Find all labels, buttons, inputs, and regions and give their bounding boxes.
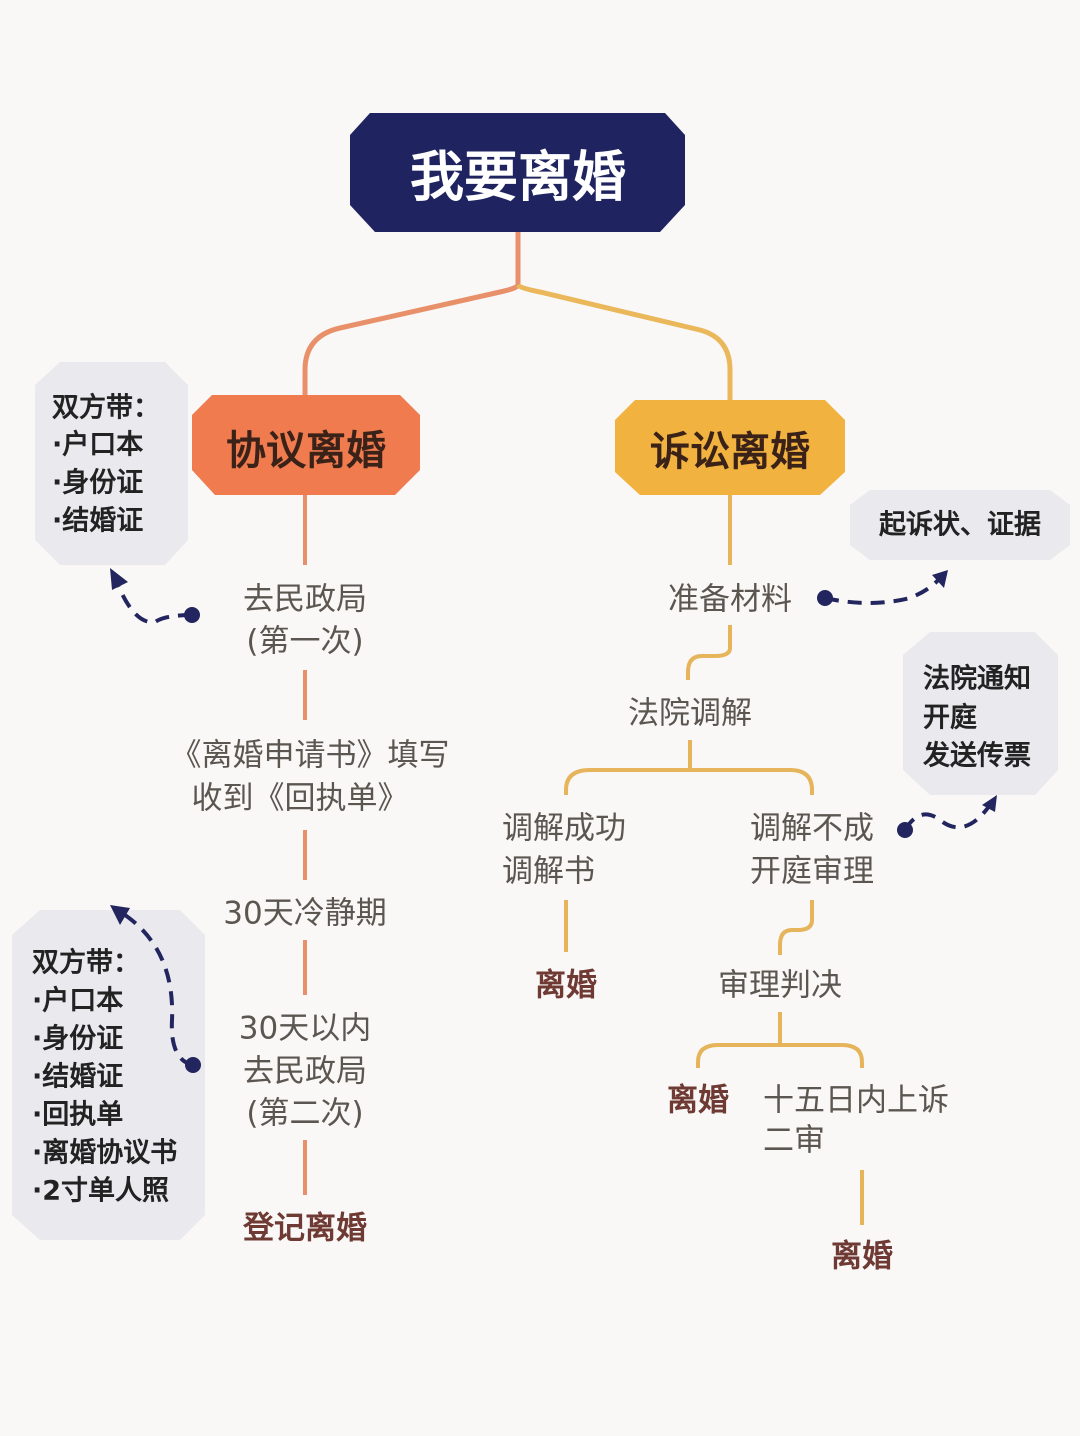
note-line: 法院通知 (923, 663, 1031, 695)
step-text: 准备材料 (668, 581, 792, 618)
step-end: 登记离婚 (243, 1210, 367, 1247)
note-box-left-2 (12, 910, 205, 1240)
note-line: ·回执单 (32, 1099, 124, 1131)
step-text: 调解成功 (502, 810, 626, 847)
step-text: 去民政局 (243, 1053, 367, 1090)
step-end: 离婚 (535, 967, 597, 1004)
note-line: ·离婚协议书 (32, 1137, 178, 1169)
step-text: 二审 (763, 1122, 825, 1159)
step-text: 30天冷静期 (223, 895, 387, 932)
step-text: 去民政局 (243, 581, 367, 618)
litigation-box (615, 400, 845, 495)
step-text: (第一次) (246, 623, 364, 660)
step-text: 调解不成 (750, 810, 874, 847)
note-line: ·结婚证 (52, 505, 144, 537)
note-line: ·户口本 (52, 429, 144, 461)
note-line: 起诉状、证据 (879, 509, 1041, 541)
step-text: 开庭审理 (750, 853, 874, 890)
note-line: 发送传票 (923, 740, 1031, 772)
page-title: 我要离婚 (410, 145, 626, 209)
step-text: 法院调解 (628, 695, 752, 732)
note-box-prepare (850, 490, 1070, 560)
step-text: 《离婚申请书》填写 (170, 737, 450, 774)
arrow-markers (110, 568, 997, 1073)
step-end: 离婚 (831, 1238, 893, 1275)
category-agreement: 协议离婚 (226, 428, 386, 474)
step-text: 十五日内上诉 (763, 1082, 949, 1119)
note-line: ·2寸单人照 (32, 1175, 170, 1207)
note-line: ·身份证 (32, 1023, 124, 1055)
agreement-box (192, 395, 420, 495)
note-box-left-1 (35, 362, 188, 565)
category-litigation: 诉讼离婚 (650, 429, 810, 475)
step-end: 离婚 (667, 1082, 729, 1119)
step-text: 调解书 (502, 853, 595, 890)
step-text: 30天以内 (238, 1010, 372, 1047)
note-line: ·结婚证 (32, 1061, 124, 1093)
step-text: (第二次) (246, 1095, 364, 1132)
title-box (350, 113, 685, 232)
note-line: ·户口本 (32, 985, 124, 1017)
note-line: ·身份证 (52, 467, 144, 499)
note-line: 双方带： (32, 947, 140, 979)
note-line: 双方带： (52, 392, 160, 424)
note-box-court (903, 632, 1058, 795)
step-text: 审理判决 (718, 967, 842, 1004)
step-text: 收到《回执单》 (191, 780, 409, 817)
note-line: 开庭 (923, 702, 977, 734)
